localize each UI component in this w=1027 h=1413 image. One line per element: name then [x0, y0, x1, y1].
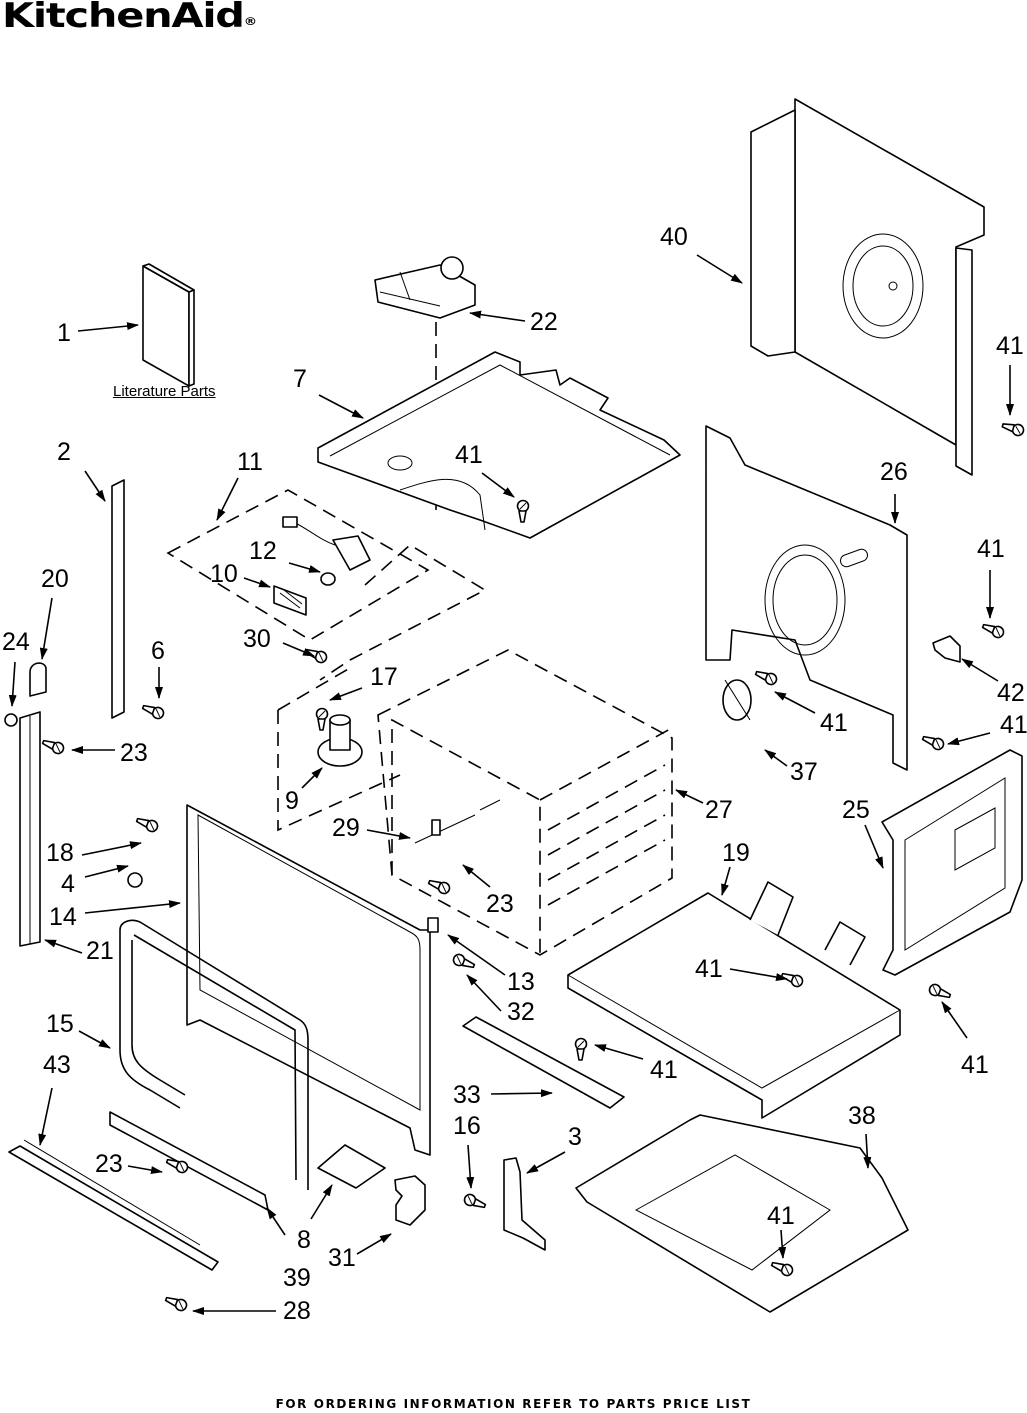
callout-1: 1 — [57, 319, 71, 347]
callout-31: 31 — [328, 1244, 356, 1272]
callout-15: 15 — [46, 1010, 74, 1038]
door-bracket-part — [317, 1144, 386, 1189]
oven-bottom-shelf-part — [567, 881, 901, 1119]
callout-17: 17 — [370, 663, 398, 691]
door-gasket-part — [119, 919, 309, 1190]
nut-part — [4, 713, 18, 727]
hinge-receptacle-part — [394, 1175, 426, 1226]
callout-25: 25 — [842, 796, 870, 824]
front-frame-part — [186, 804, 431, 1156]
callout-38: 38 — [848, 1102, 876, 1130]
callout-24: 24 — [2, 628, 30, 656]
callout-10: 10 — [210, 560, 238, 588]
callout-22: 22 — [530, 308, 558, 336]
callout-41-back-panel: 41 — [1000, 711, 1027, 739]
callout-20: 20 — [41, 565, 69, 593]
callout-33: 33 — [453, 1081, 481, 1109]
callout-29: 29 — [332, 814, 360, 842]
light-assembly-outline — [166, 489, 430, 641]
callout-12: 12 — [249, 537, 277, 565]
channel-part — [462, 1016, 625, 1109]
callout-labels: 1 2 3 4 6 7 8 9 10 11 12 13 14 15 16 17 … — [2, 223, 1027, 1325]
rear-panel-part — [750, 98, 985, 476]
callout-26: 26 — [880, 458, 908, 486]
callout-9: 9 — [285, 787, 299, 815]
callout-41-bracket: 41 — [977, 535, 1005, 563]
light-socket-part — [332, 535, 371, 571]
bracket-part — [932, 635, 961, 663]
callout-41-side-panel: 41 — [961, 1051, 989, 1079]
kitchenaid-logo: KitchenAid® — [2, 0, 257, 36]
callout-41-base-pan: 41 — [767, 1202, 795, 1230]
callout-23-cavity: 23 — [486, 890, 514, 918]
base-pan-part — [575, 1114, 909, 1313]
end-cap-part — [29, 662, 47, 697]
bottom-strip-part — [109, 1111, 269, 1211]
side-panel-part — [881, 749, 1023, 976]
callout-3: 3 — [568, 1123, 582, 1151]
callout-23-strip: 23 — [95, 1150, 123, 1178]
callout-41-channel: 41 — [650, 1056, 678, 1084]
trademark-symbol: ® — [243, 15, 257, 28]
callout-14: 14 — [49, 903, 77, 931]
callout-41-thermostat: 41 — [820, 709, 848, 737]
oven-top-panel-part — [317, 351, 681, 539]
control-module-part — [374, 256, 476, 319]
callout-28: 28 — [283, 1297, 311, 1325]
convection-motor-part — [317, 714, 363, 767]
callout-7: 7 — [293, 365, 307, 393]
oven-cavity-part — [377, 649, 673, 956]
brand-name: KitchenAid — [2, 0, 245, 36]
callout-32: 32 — [507, 998, 535, 1026]
callout-23-rail: 23 — [120, 739, 148, 767]
oven-sensor-part — [414, 799, 501, 844]
callout-4: 4 — [61, 870, 75, 898]
callout-13: 13 — [507, 968, 535, 996]
callout-41-rear-panel: 41 — [996, 332, 1024, 360]
callout-6: 6 — [151, 637, 165, 665]
callout-41-shelf: 41 — [695, 955, 723, 983]
callout-21: 21 — [86, 937, 114, 965]
callout-43: 43 — [43, 1051, 71, 1079]
light-bulb-part — [320, 572, 336, 586]
leader-lines — [8, 254, 1014, 1315]
spacer-part — [127, 872, 143, 888]
callout-30: 30 — [243, 625, 271, 653]
callout-40: 40 — [660, 223, 688, 251]
literature-book-part — [142, 263, 195, 387]
oven-back-panel-part — [705, 425, 908, 771]
callout-27: 27 — [705, 796, 733, 824]
callout-42: 42 — [997, 679, 1025, 707]
callout-11: 11 — [237, 448, 263, 476]
callout-2: 2 — [57, 438, 71, 466]
vent-trim-part — [8, 1145, 219, 1271]
ordering-info-footer: FOR ORDERING INFORMATION REFER TO PARTS … — [275, 1397, 752, 1411]
side-trim-part — [111, 479, 125, 719]
callout-41-top-panel: 41 — [455, 441, 483, 469]
callout-16: 16 — [453, 1112, 481, 1140]
callout-19: 19 — [722, 839, 750, 867]
callout-8: 8 — [297, 1226, 311, 1254]
clip-part — [427, 917, 439, 933]
literature-parts-label: Literature Parts — [113, 383, 216, 400]
hinge-bracket-part — [503, 1157, 546, 1251]
callout-18: 18 — [46, 839, 74, 867]
callout-37: 37 — [790, 758, 818, 786]
callout-39: 39 — [283, 1264, 311, 1292]
thermostat-part — [722, 679, 752, 721]
